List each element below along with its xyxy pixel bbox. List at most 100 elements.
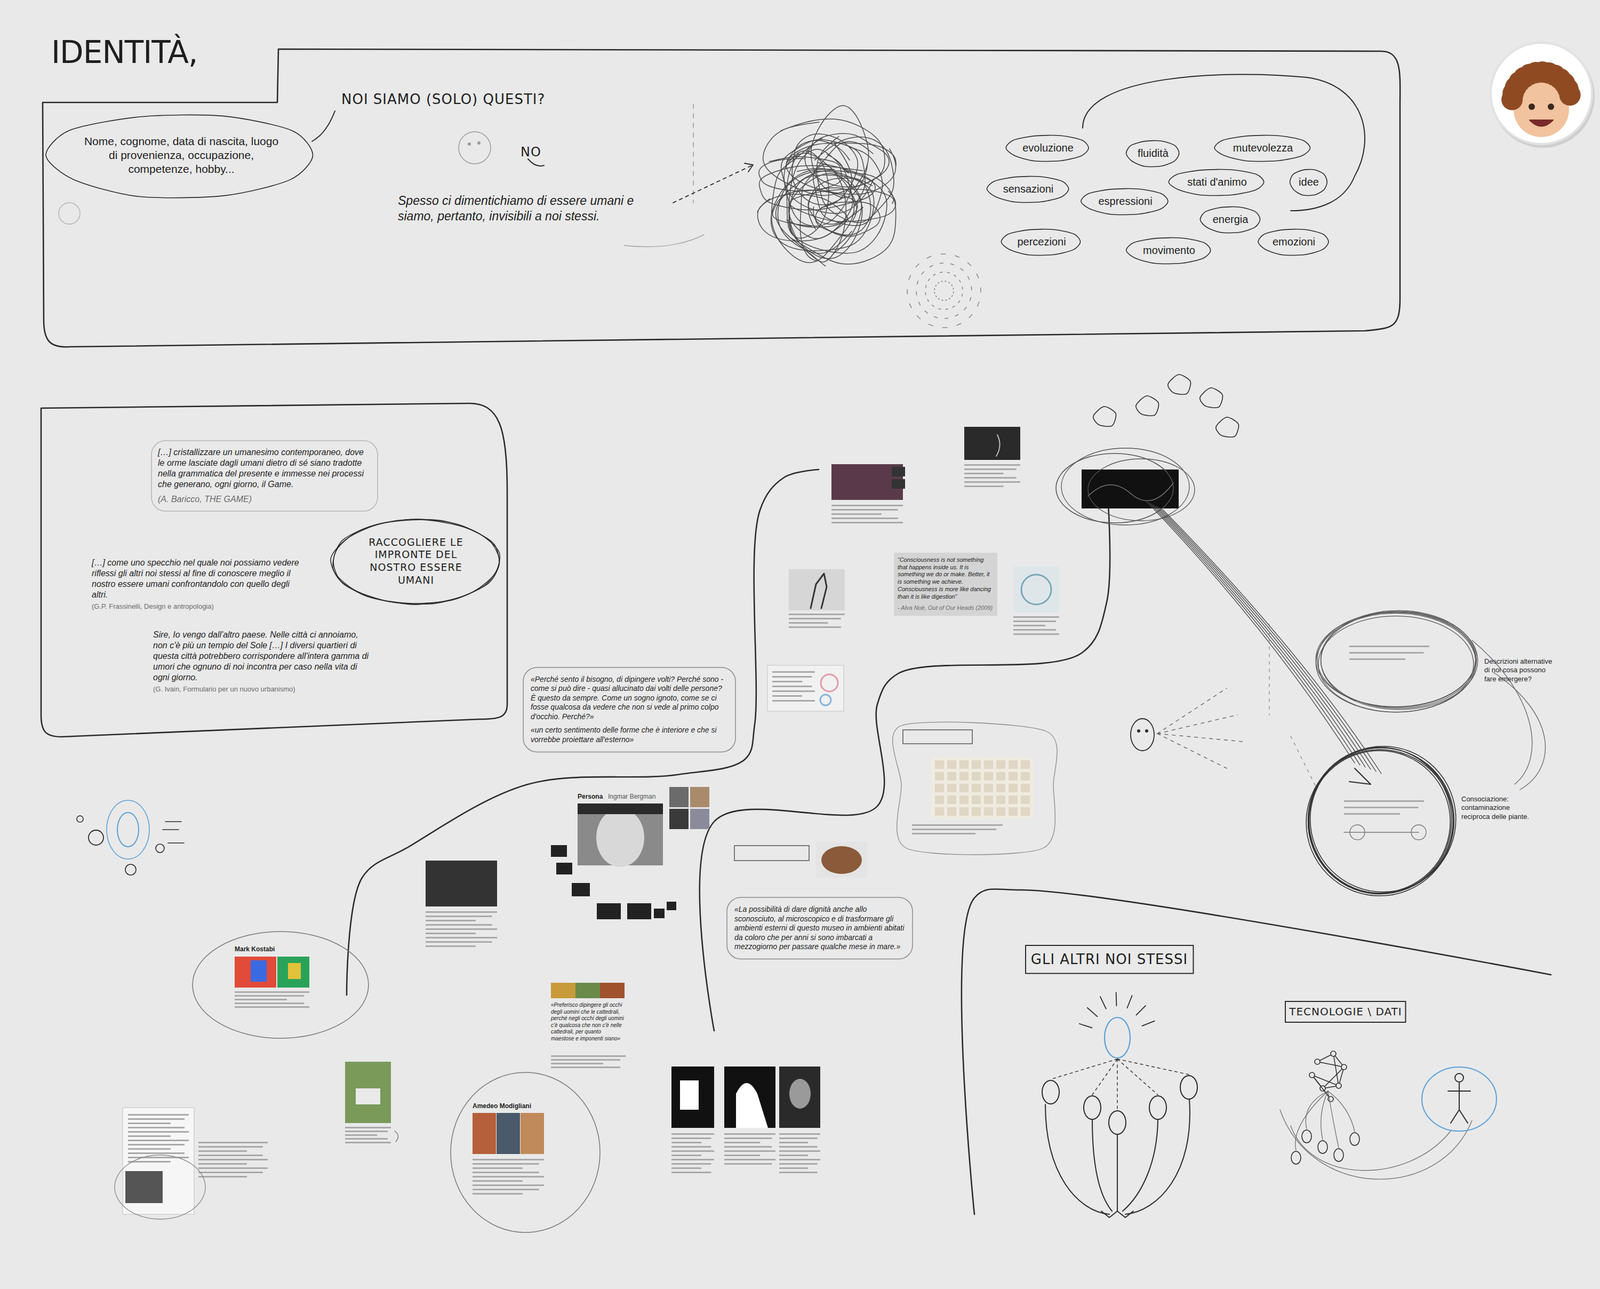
arc-doodle (1290, 1125, 1451, 1171)
dashed-ray (1157, 733, 1243, 742)
node-text: stati d'animo (1187, 175, 1247, 189)
text-line-placeholder (912, 832, 976, 835)
grid-cell (971, 806, 981, 816)
trait-bubble: fluidità (1136, 145, 1170, 162)
leader-line (312, 110, 335, 142)
image-thumb (964, 426, 1021, 460)
bubble-outline (1126, 237, 1211, 264)
text-line-placeholder (964, 485, 1004, 487)
bubble-outline (726, 897, 913, 959)
light-ray (1136, 1005, 1146, 1015)
title: IDENTITÀ, (51, 33, 198, 72)
network-node (1336, 1082, 1342, 1088)
radial-dots (938, 298, 940, 300)
text-line-placeholder (671, 1166, 702, 1169)
blob-doodle (1093, 406, 1117, 427)
text-line-placeholder (779, 1149, 821, 1152)
quote: […] come uno specchio nel quale noi poss… (91, 557, 306, 600)
grid-cell (934, 760, 944, 769)
radial-dots (956, 323, 962, 325)
text-line-placeholder (128, 1143, 185, 1146)
figure-base (1101, 1210, 1134, 1218)
image-poster (355, 1088, 381, 1104)
text-line-placeholder (779, 1141, 808, 1143)
grid-cell (1020, 783, 1030, 792)
circle-doodle (114, 1154, 206, 1219)
person-head (1349, 1132, 1360, 1146)
blob-doodle (1168, 374, 1191, 395)
stick-figure (1448, 1082, 1471, 1123)
image-thumb (571, 882, 590, 896)
image-thumb (1013, 566, 1060, 613)
radial-dots (969, 314, 973, 318)
image-author: Ingmar Bergman (608, 792, 656, 801)
grid-cell (984, 771, 994, 781)
radial-dots (958, 300, 960, 303)
network-node (1314, 1058, 1320, 1064)
stick-figure (1454, 1073, 1464, 1082)
image-photo (125, 1170, 163, 1203)
radial-dots (961, 293, 964, 296)
bubble-outline (1126, 140, 1180, 167)
converging-line (1149, 502, 1360, 765)
grid-cell (984, 783, 994, 792)
section-box: GLI ALTRI NOI STESSI (1025, 945, 1194, 974)
text-line-placeholder (779, 1145, 818, 1148)
radial-dots (933, 316, 938, 318)
text-line-placeholder (912, 828, 997, 830)
text-line-placeholder (128, 1134, 171, 1137)
grid-cell (1008, 806, 1018, 816)
quote-source: (G. Ivain, Formulario per un nuovo urban… (153, 684, 372, 694)
radial-dots (933, 288, 935, 290)
text-line-placeholder (425, 919, 476, 922)
light-ray (1141, 1020, 1155, 1026)
radial-dots (941, 280, 943, 282)
node-source: «un certo sentimento delle forme che è i… (530, 725, 728, 744)
circle-doodle (125, 864, 136, 875)
bubble-outline (986, 176, 1069, 203)
text-line-placeholder (964, 464, 1021, 466)
text-line-placeholder (128, 1139, 189, 1141)
radial-dots (933, 274, 936, 276)
text-line-placeholder (772, 680, 803, 683)
image-photo (779, 1066, 821, 1128)
radial-dots (945, 280, 947, 282)
trait-bubble: evoluzione (1021, 140, 1075, 156)
text-line-placeholder (671, 1132, 715, 1135)
bubble-outline (1214, 134, 1310, 162)
light-ray (1126, 995, 1132, 1008)
question-note: Descrizioni alternative di noi cosa poss… (1484, 657, 1557, 684)
quote-bubble: «Perché sento il bisogno, di dipingere v… (523, 667, 736, 752)
bubble-outline (1005, 134, 1089, 162)
quote: «Preferisco dipingere gli occhi degli uo… (550, 1001, 626, 1042)
text-line-placeholder (472, 1184, 544, 1186)
pencil-doodle (624, 234, 704, 247)
image-photo (671, 1066, 715, 1128)
radial-dots (921, 271, 924, 275)
text-line-placeholder (345, 1141, 391, 1143)
blue-circle (1421, 1066, 1497, 1131)
radial-dots (971, 286, 973, 290)
dashed-link (1117, 1058, 1158, 1095)
handwritten-question: NOI SIAMO (SOLO) QUESTI? (341, 90, 546, 109)
cluster-outline (1082, 74, 1365, 211)
grid-cell (947, 795, 957, 804)
scribble (771, 145, 854, 263)
text-line-placeholder (472, 1158, 544, 1160)
text-line-placeholder (779, 1158, 821, 1160)
region-divider (699, 479, 1110, 1031)
radial-dots (961, 286, 963, 290)
bubble-outline (45, 114, 313, 198)
scribble-ellipse (1315, 612, 1476, 712)
light-ray (1087, 1007, 1098, 1017)
text-line-placeholder (671, 1162, 711, 1165)
quote-box: “Consciousness is not something that hap… (893, 552, 998, 616)
radial-dots (952, 295, 953, 297)
text-line-placeholder (671, 1149, 715, 1152)
radial-dots (915, 263, 919, 267)
region-outline (42, 49, 1400, 347)
text-line-placeholder (1349, 645, 1430, 647)
text-line-placeholder (472, 1166, 523, 1169)
arc-doodle (1280, 1109, 1472, 1179)
image-painting (496, 1112, 520, 1154)
